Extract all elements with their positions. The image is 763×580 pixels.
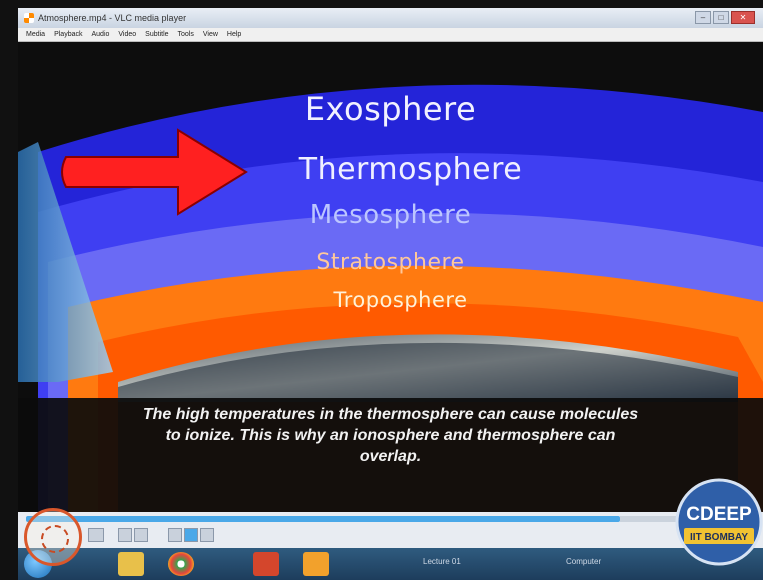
- caption-line-1: The high temperatures in the thermospher…: [142, 406, 639, 423]
- video-area[interactable]: Exosphere Thermosphere Mesosphere Strato…: [18, 42, 763, 512]
- playlist-button[interactable]: [168, 528, 182, 542]
- menu-playback[interactable]: Playback: [54, 31, 83, 38]
- fullscreen-button[interactable]: [118, 528, 132, 542]
- window-title: Atmosphere.mp4 - VLC media player: [38, 13, 187, 23]
- extended-settings-button[interactable]: [134, 528, 148, 542]
- caption-backdrop: [18, 398, 763, 512]
- close-button[interactable]: ✕: [731, 11, 755, 24]
- seek-bar-remaining[interactable]: [620, 516, 686, 522]
- iit-seal-watermark: [24, 508, 82, 566]
- vlc-taskbar-icon[interactable]: [303, 552, 329, 576]
- vlc-cone-icon: [24, 13, 34, 23]
- cdeep-logo: CDEEP IIT BOMBAY: [675, 478, 763, 566]
- caption-line-3: overlap.: [359, 448, 422, 465]
- menu-video[interactable]: Video: [118, 31, 137, 38]
- shuffle-button[interactable]: [200, 528, 214, 542]
- minimize-button[interactable]: –: [695, 11, 711, 24]
- label-exosphere: Exosphere: [304, 90, 477, 128]
- menu-subtitle[interactable]: Subtitle: [145, 31, 169, 38]
- title-bar: Atmosphere.mp4 - VLC media player – □ ✕: [18, 8, 763, 28]
- powerpoint-icon[interactable]: [253, 552, 279, 576]
- menu-bar: Media Playback Audio Video Subtitle Tool…: [18, 28, 763, 42]
- menu-media[interactable]: Media: [26, 31, 46, 38]
- cdeep-logo-text: CDEEP: [686, 504, 752, 525]
- stop-button[interactable]: [88, 528, 104, 542]
- player-controls: [18, 512, 763, 548]
- menu-help[interactable]: Help: [226, 31, 242, 38]
- menu-tools[interactable]: Tools: [177, 31, 194, 38]
- maximize-button[interactable]: □: [713, 11, 729, 24]
- menu-view[interactable]: View: [202, 31, 218, 38]
- label-mesosphere: Mesosphere: [309, 200, 472, 230]
- folder-icon[interactable]: [118, 552, 144, 576]
- cdeep-logo-subtitle: IIT BOMBAY: [690, 532, 748, 543]
- atmosphere-illustration: [18, 84, 763, 512]
- subtitle-caption: The high temperatures in the thermospher…: [18, 404, 763, 467]
- loop-button[interactable]: [184, 528, 198, 542]
- taskbar-item-lecture[interactable]: Lecture 01: [423, 557, 461, 566]
- label-stratosphere: Stratosphere: [316, 250, 465, 275]
- chrome-icon[interactable]: [168, 552, 194, 576]
- seek-bar[interactable]: [26, 516, 620, 522]
- red-arrow-icon: [61, 128, 248, 216]
- caption-line-2: to ionize. This is why an ionosphere and…: [165, 427, 616, 444]
- window-controls: – □ ✕: [695, 11, 755, 24]
- label-thermosphere: Thermosphere: [298, 152, 523, 187]
- taskbar-item-computer[interactable]: Computer: [566, 557, 602, 566]
- taskbar: Lecture 01 Computer: [18, 548, 763, 580]
- side-strip: [18, 142, 113, 382]
- menu-audio[interactable]: Audio: [91, 31, 110, 38]
- label-troposphere: Troposphere: [333, 288, 468, 312]
